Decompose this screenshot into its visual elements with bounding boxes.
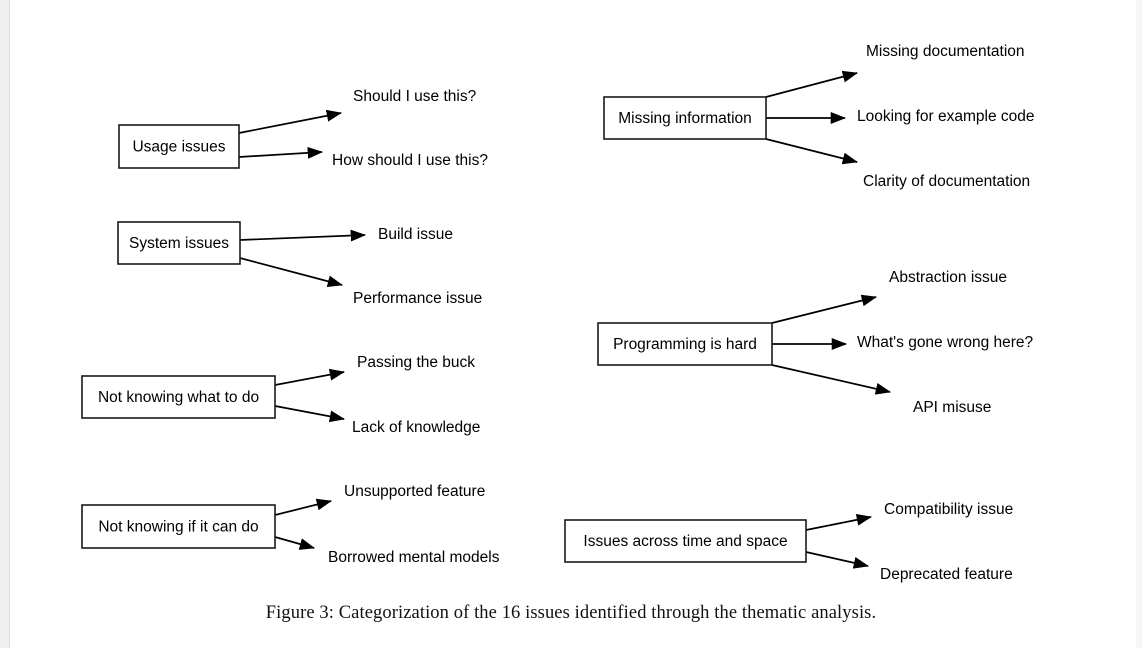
issue-label: Build issue xyxy=(378,226,453,243)
issue-label: Borrowed mental models xyxy=(328,549,500,566)
issue-label: Lack of knowledge xyxy=(352,419,480,436)
edges-layer xyxy=(238,70,891,569)
issue-label: Compatibility issue xyxy=(884,501,1013,518)
theme-label-programming-is-hard: Programming is hard xyxy=(613,336,757,353)
issue-label: Performance issue xyxy=(353,290,482,307)
issue-label: Looking for example code xyxy=(857,108,1035,125)
page-edge-left xyxy=(0,0,10,648)
theme-box-not-knowing-what-to-do[interactable] xyxy=(81,375,276,419)
leaves-layer: Should I use this? How should I use this?… xyxy=(328,43,1035,583)
theme-box-missing-information[interactable] xyxy=(603,96,767,140)
theme-label-system-issues: System issues xyxy=(129,235,229,252)
theme-label-issues-across-time-and-space: Issues across time and space xyxy=(583,533,787,550)
theme-label-usage-issues: Usage issues xyxy=(132,139,225,156)
theme-box-issues-across-time-and-space[interactable] xyxy=(564,519,807,563)
edge-arrow xyxy=(274,405,346,423)
theme-box-not-knowing-if-it-can-do[interactable] xyxy=(81,504,276,549)
page-edge-right xyxy=(1136,0,1142,648)
issue-label: Deprecated feature xyxy=(880,566,1013,583)
figure-caption: Figure 3: Categorization of the 16 issue… xyxy=(265,603,877,623)
edge-arrow xyxy=(274,498,332,516)
theme-box-system-issues[interactable] xyxy=(117,221,241,265)
edge-arrow xyxy=(771,294,877,324)
edge-arrow xyxy=(805,551,869,569)
theme-label-not-knowing-if-it-can-do: Not knowing if it can do xyxy=(98,519,258,536)
edge-arrow xyxy=(765,138,858,165)
edge-arrow xyxy=(239,229,367,242)
theme-box-usage-issues[interactable] xyxy=(118,124,240,169)
theme-box-programming-is-hard[interactable] xyxy=(597,322,773,366)
issue-label: Abstraction issue xyxy=(889,269,1007,286)
edge-arrow xyxy=(274,536,315,550)
issue-label: Passing the buck xyxy=(357,354,475,371)
edge-arrow xyxy=(238,146,324,159)
edge-arrow xyxy=(238,109,343,134)
edge-arrow xyxy=(771,364,891,395)
issue-label: What's gone wrong here? xyxy=(857,334,1034,351)
issue-label: Unsupported feature xyxy=(344,483,485,500)
issue-label: Missing documentation xyxy=(866,43,1025,60)
issue-label: Clarity of documentation xyxy=(863,173,1030,190)
issue-label: How should I use this? xyxy=(332,152,488,169)
theme-label-not-knowing-what-to-do: Not knowing what to do xyxy=(98,389,259,406)
edge-arrow xyxy=(239,257,343,288)
edge-arrow xyxy=(805,513,873,531)
issue-label: API misuse xyxy=(913,399,991,416)
theme-label-missing-information: Missing information xyxy=(618,110,752,127)
issue-label: Should I use this? xyxy=(353,88,477,105)
edge-arrow xyxy=(274,368,346,386)
edge-arrow xyxy=(765,70,858,98)
